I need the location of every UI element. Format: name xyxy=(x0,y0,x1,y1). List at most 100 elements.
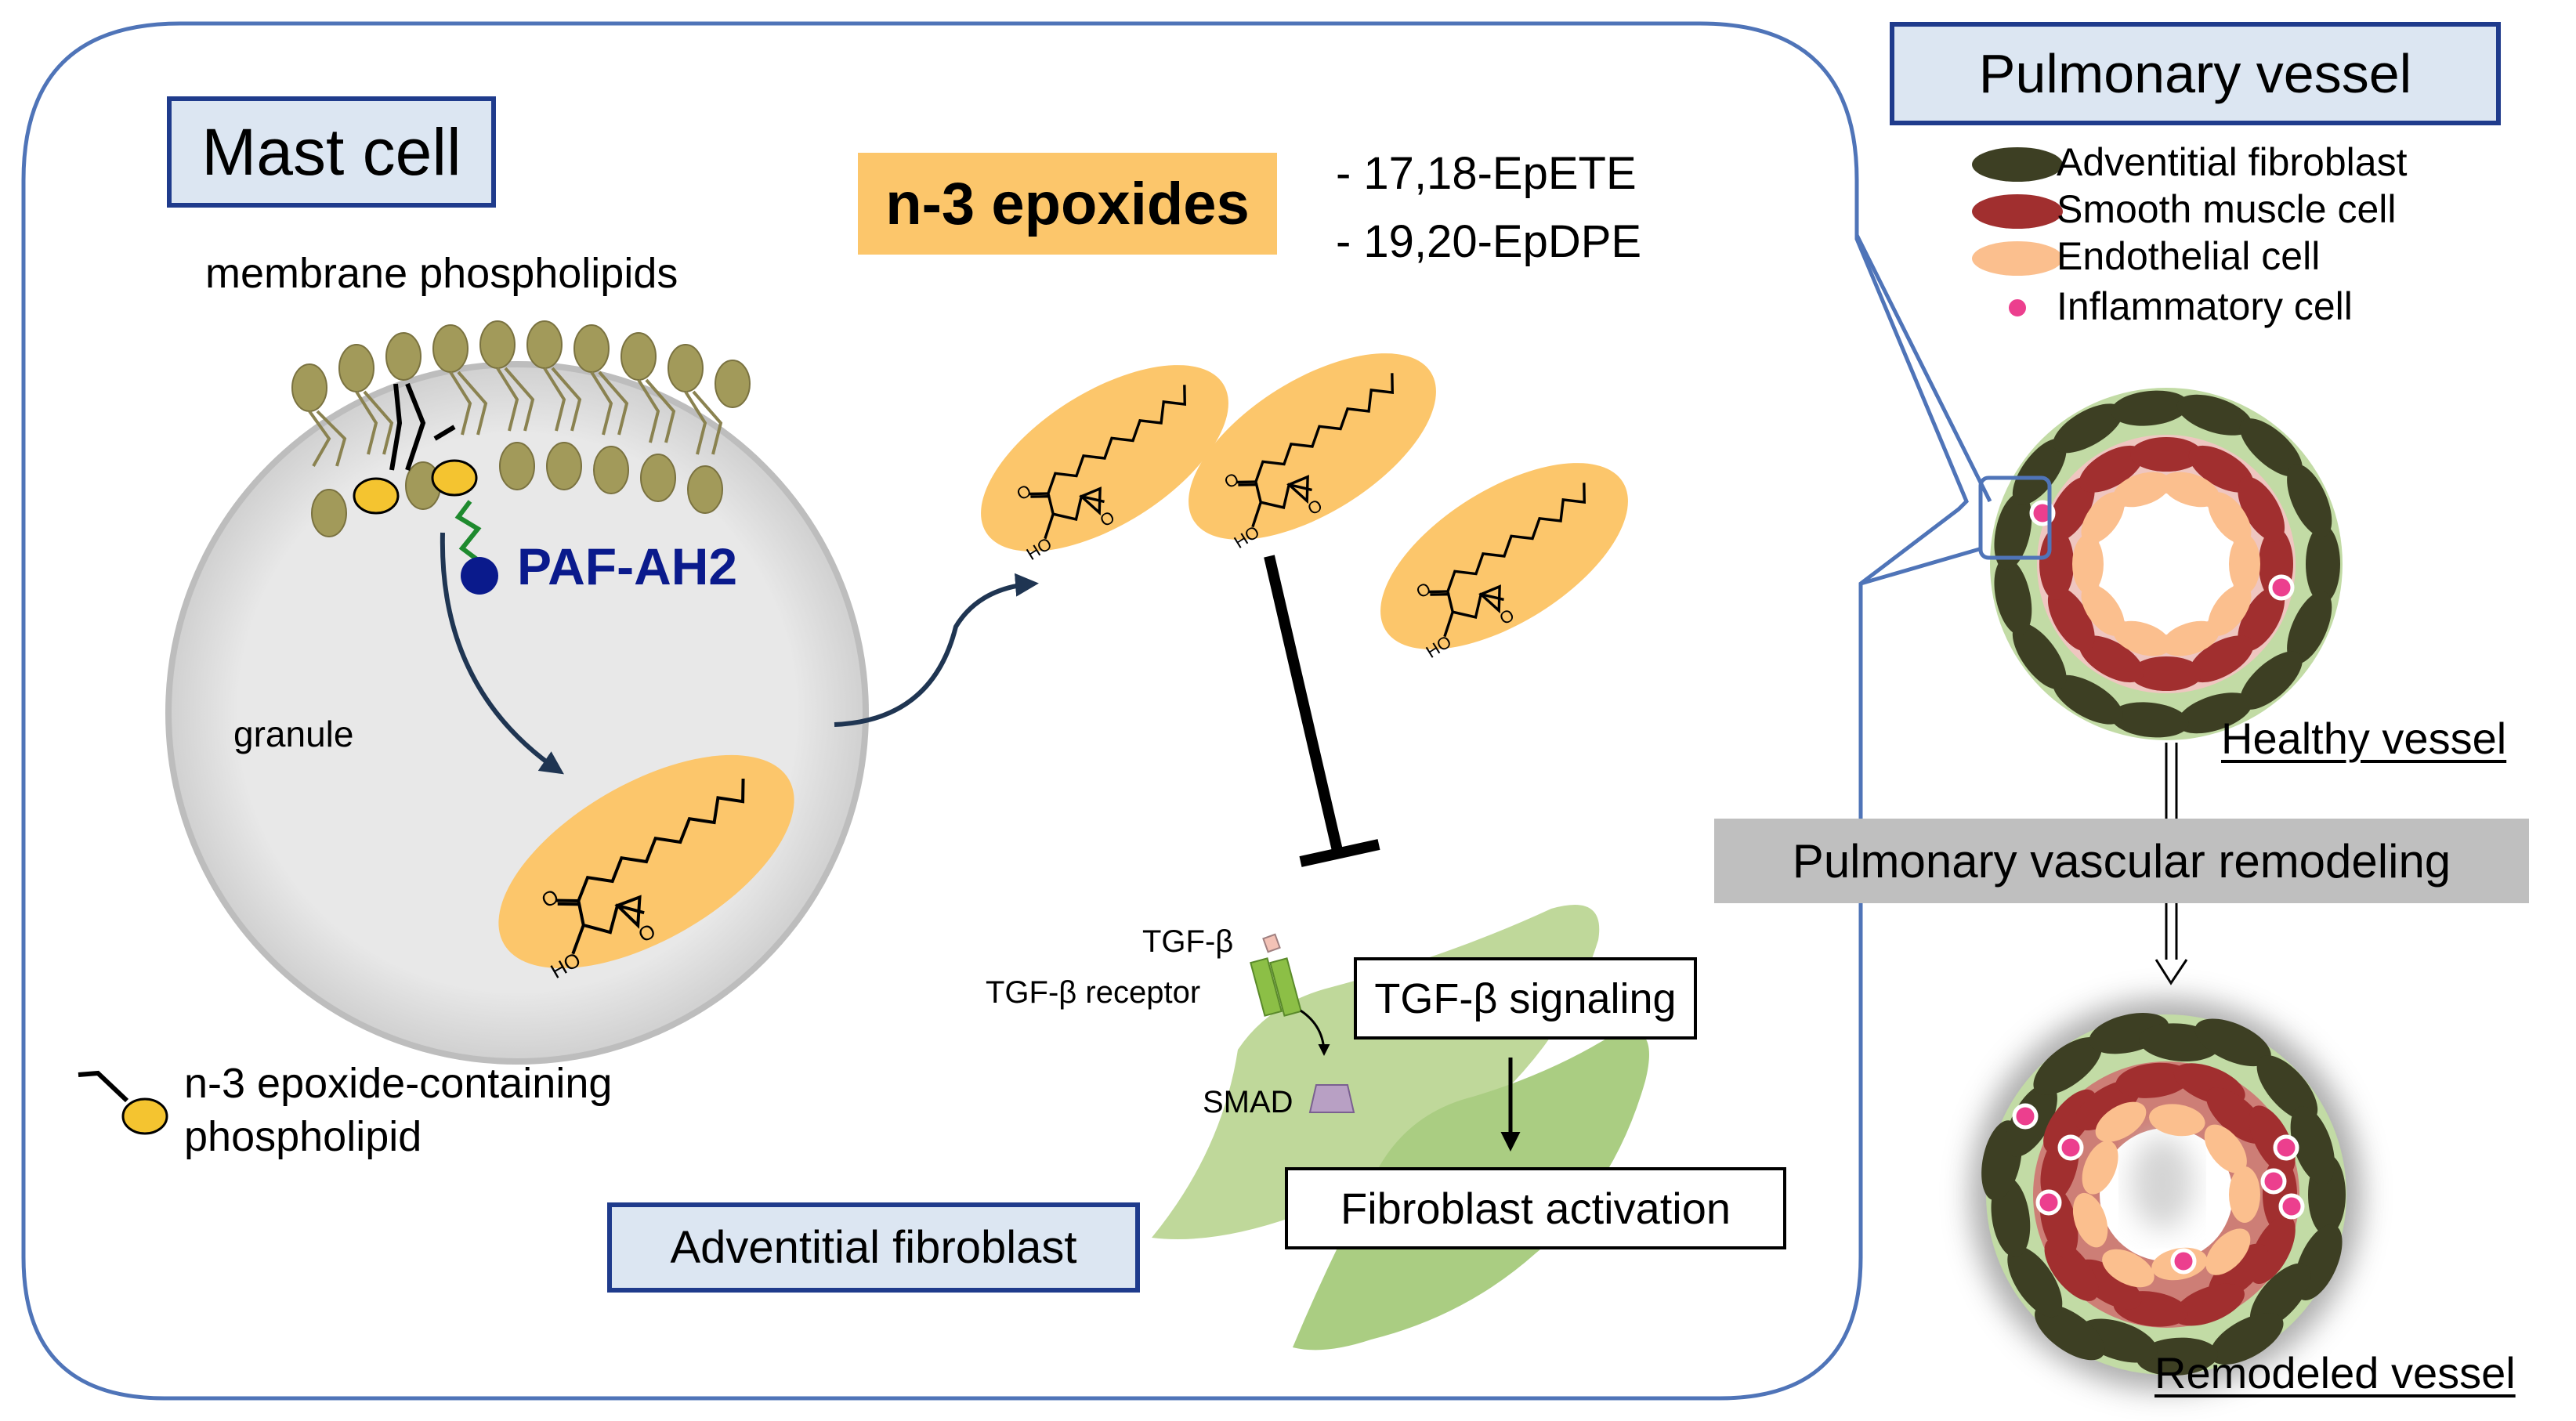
vessel-cell xyxy=(2079,635,2144,683)
vessel-cell xyxy=(2081,492,2125,544)
paf-ah2-enzyme-icon xyxy=(461,557,498,595)
vessel-cell xyxy=(2047,476,2095,542)
vessel-cell xyxy=(2173,1283,2245,1326)
epoxide-item-2: - 19,20-EpDPE xyxy=(1336,216,1642,267)
zoom-line-lower xyxy=(1860,546,1983,586)
mast-cell-title: Mast cell xyxy=(167,96,496,208)
vessel-cell xyxy=(2079,445,2144,493)
zoom-line-upper xyxy=(1854,233,1992,503)
vessel-cell xyxy=(2188,635,2254,683)
tgf-beta-receptor-label: TGF-β receptor xyxy=(986,975,1201,1010)
vessel-cell xyxy=(2012,623,2067,690)
phospholipid-legend-label: n-3 epoxide-containing phospholipid xyxy=(184,1058,701,1163)
vessel-cell xyxy=(2209,1313,2284,1365)
tgf-beta-receptor-icon-2 xyxy=(1269,957,1302,1017)
smad-arrow xyxy=(1300,1009,1330,1056)
vessel-cell xyxy=(2111,390,2189,426)
vessel-cell xyxy=(2047,586,2095,652)
vessel-cell xyxy=(2113,620,2171,656)
vessel-cell xyxy=(2208,584,2252,636)
vessel-cell xyxy=(2162,620,2220,656)
vessel-cell xyxy=(2239,418,2303,477)
vessel-cell xyxy=(2205,1228,2251,1275)
vessel-cell xyxy=(2072,1192,2108,1248)
inhibition-line xyxy=(1264,555,1344,855)
membrane-phospholipids-label: membrane phospholipids xyxy=(205,250,678,297)
vessel-cell xyxy=(2033,1037,2102,1095)
legend-endothelial-cell: Endothelial cell xyxy=(2057,234,2321,278)
adventitial-fibroblast-title: Adventitial fibroblast xyxy=(607,1202,1140,1293)
vessel-arrow-upper xyxy=(2165,743,2178,830)
vessel-cell xyxy=(2238,586,2285,652)
vessel-cell xyxy=(2102,1249,2155,1288)
vessel-cell xyxy=(2035,1303,2105,1361)
healthy-vessel-label: Healthy vessel xyxy=(2221,714,2507,763)
vessel-cell xyxy=(2149,1104,2205,1137)
vessel-cell xyxy=(2130,656,2202,691)
phospholipid-legend-icon xyxy=(121,1097,168,1135)
fibroblast-activation-box: Fibroblast activation xyxy=(1285,1167,1786,1249)
secretion-arrow xyxy=(834,573,1039,727)
tgf-beta-label: TGF-β xyxy=(1142,924,1234,959)
vessel-cell xyxy=(2136,1337,2218,1376)
epoxide-item-1: - 17,18-EpETE xyxy=(1336,148,1637,199)
legend-smooth-muscle-cell: Smooth muscle cell xyxy=(2057,187,2397,231)
tgf-beta-signaling-box: TGF-β signaling xyxy=(1354,957,1697,1040)
release-arrow xyxy=(440,532,564,775)
vascular-remodeling-banner: Pulmonary vascular remodeling xyxy=(1714,819,2529,903)
healthy-vessel-diagram xyxy=(1978,388,2343,740)
granule-label: granule xyxy=(233,714,354,754)
vessel-cell xyxy=(2306,525,2340,603)
vessel-cell xyxy=(2082,1141,2118,1195)
smad-icon xyxy=(1308,1084,1355,1113)
vessel-cell xyxy=(2229,1166,2260,1223)
phospholipid-legend-text: n-3 epoxide-containing phospholipid xyxy=(184,1060,613,1160)
legend-adventitial-fibroblast: Adventitial fibroblast xyxy=(2057,140,2408,184)
pulmonary-vessel-title: Pulmonary vessel xyxy=(1890,22,2501,125)
membrane-phospholipids xyxy=(291,320,751,537)
vessel-cell xyxy=(2176,692,2252,734)
vessel-cell xyxy=(2081,584,2125,636)
remodeled-vessel-diagram xyxy=(1970,999,2362,1390)
n3-epoxides-title: n-3 epoxides xyxy=(858,153,1277,255)
vessel-cell xyxy=(2053,674,2123,725)
vessel-cell xyxy=(2111,702,2189,738)
vessel-cell xyxy=(2176,394,2252,436)
vessel-cell xyxy=(2130,437,2202,472)
vessel-cell xyxy=(2239,651,2303,710)
vessel-cell xyxy=(2256,1055,2318,1122)
vessel-cell xyxy=(2238,476,2285,542)
vessel-cell xyxy=(2290,1106,2335,1184)
vessel-cell xyxy=(2053,403,2123,454)
vessel-cell xyxy=(2208,492,2252,544)
smad-label: SMAD xyxy=(1203,1085,1293,1119)
vessel-cell xyxy=(2012,438,2067,505)
vessel-cell xyxy=(2287,464,2332,537)
remodeled-vessel-label: Remodeled vessel xyxy=(2155,1348,2516,1397)
vessel-cell xyxy=(2194,1018,2271,1067)
phospholipid-legend-tail xyxy=(78,1070,129,1103)
vessel-cell xyxy=(2249,1263,2311,1329)
vessel-cell xyxy=(2095,1101,2147,1142)
paf-ah2-label: PAF-AH2 xyxy=(517,537,738,595)
vessel-cell xyxy=(2287,591,2332,664)
vessel-cell xyxy=(2072,534,2104,594)
vessel-cell xyxy=(2113,472,2171,508)
vessel-cell xyxy=(2162,472,2220,508)
tgf-beta-receptor-icon xyxy=(1250,957,1283,1017)
vessel-cell xyxy=(2115,1062,2191,1098)
vessel-cell xyxy=(2204,1124,2247,1173)
vessel-cell xyxy=(1994,558,2032,635)
vessel-cell xyxy=(2188,445,2254,493)
vessel-cell xyxy=(2229,534,2260,594)
tgf-beta-ligand-icon xyxy=(1262,933,1281,953)
enzyme-tether xyxy=(454,500,482,562)
vessel-cell xyxy=(1994,493,2032,570)
inhibition-bar xyxy=(1299,839,1380,867)
main-panel-outline xyxy=(21,21,1969,1401)
epoxide-molecule-3 xyxy=(1348,424,1660,689)
vessel-arrow-lower xyxy=(2155,897,2188,985)
vessel-cell xyxy=(2007,1246,2063,1318)
